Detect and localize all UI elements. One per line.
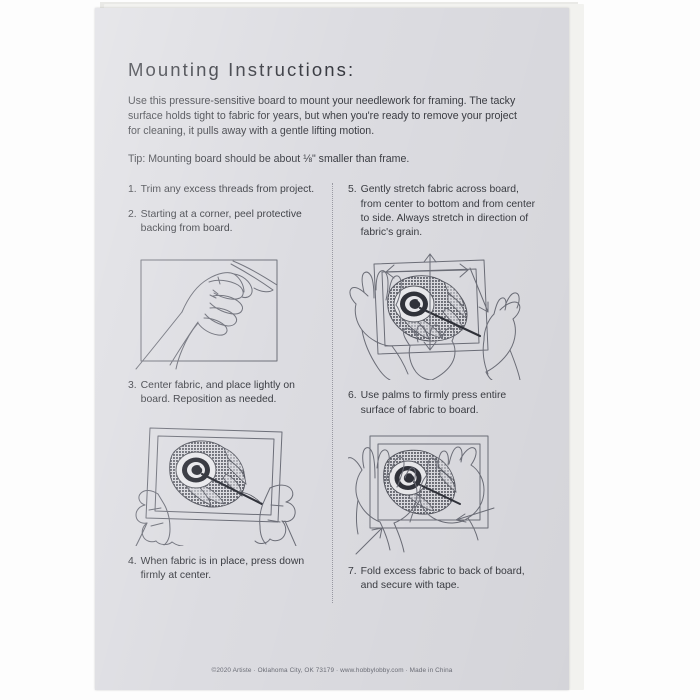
intro-paragraph: Use this pressure-sensitive board to mou… <box>128 95 517 138</box>
step-7: 7. Fold excess fabric to back of board, … <box>348 565 536 594</box>
step-3: 3. Center fabric, and place lightly on b… <box>128 379 318 408</box>
figure-hand-peeling-backing <box>135 259 278 370</box>
step-3-text: Center fabric, and place lightly on boar… <box>140 380 295 406</box>
step-5: 5. Gently stretch fabric across board, f… <box>348 183 536 240</box>
figure-hands-centering-fabric <box>135 427 297 546</box>
right-column: 5. Gently stretch fabric across board, f… <box>332 183 536 603</box>
step-1-text: Trim any excess threads from project. <box>140 184 315 196</box>
step-7-number: 7. <box>348 565 357 577</box>
figure-palms-pressing-fabric <box>348 435 495 555</box>
footer-copyright: ©2020 Artiste · Oklahoma City, OK 73179 … <box>211 667 453 674</box>
step-5-number: 5. <box>348 184 357 196</box>
step-4-number: 4. <box>128 555 137 567</box>
step-5-text: Gently stretch fabric across board, from… <box>360 184 536 239</box>
tip-paragraph: Tip: Mounting board should be about ⅛" s… <box>128 153 410 166</box>
step-7-text: Fold excess fabric to back of board, and… <box>360 565 525 592</box>
step-2-text: Starting at a corner, peel protective ba… <box>140 208 302 234</box>
step-4-text: When fabric is in place, press down firm… <box>140 555 305 581</box>
step-2-number: 2. <box>128 208 137 220</box>
step-4: 4. When fabric is in place, press down f… <box>128 555 318 584</box>
step-6: 6. Use palms to firmly press entire surf… <box>348 389 536 418</box>
left-column: 1. Trim any excess threads from project.… <box>128 183 332 603</box>
figure-hands-stretching-fabric <box>349 253 521 381</box>
step-1: 1. Trim any excess threads from project. <box>128 183 318 197</box>
page-title: Mounting Instructions: <box>128 59 356 80</box>
sheet-content: Mounting Instructions: Use this pressure… <box>128 59 536 675</box>
steps-columns: 1. Trim any excess threads from project.… <box>128 183 536 604</box>
step-1-number: 1. <box>128 184 137 196</box>
instruction-sheet: Mounting Instructions: Use this pressure… <box>95 8 569 690</box>
column-divider <box>332 183 334 604</box>
step-2: 2. Starting at a corner, peel protective… <box>128 208 318 237</box>
step-6-text: Use palms to firmly press entire surface… <box>360 390 507 416</box>
step-6-number: 6. <box>348 390 357 402</box>
step-3-number: 3. <box>128 380 137 392</box>
